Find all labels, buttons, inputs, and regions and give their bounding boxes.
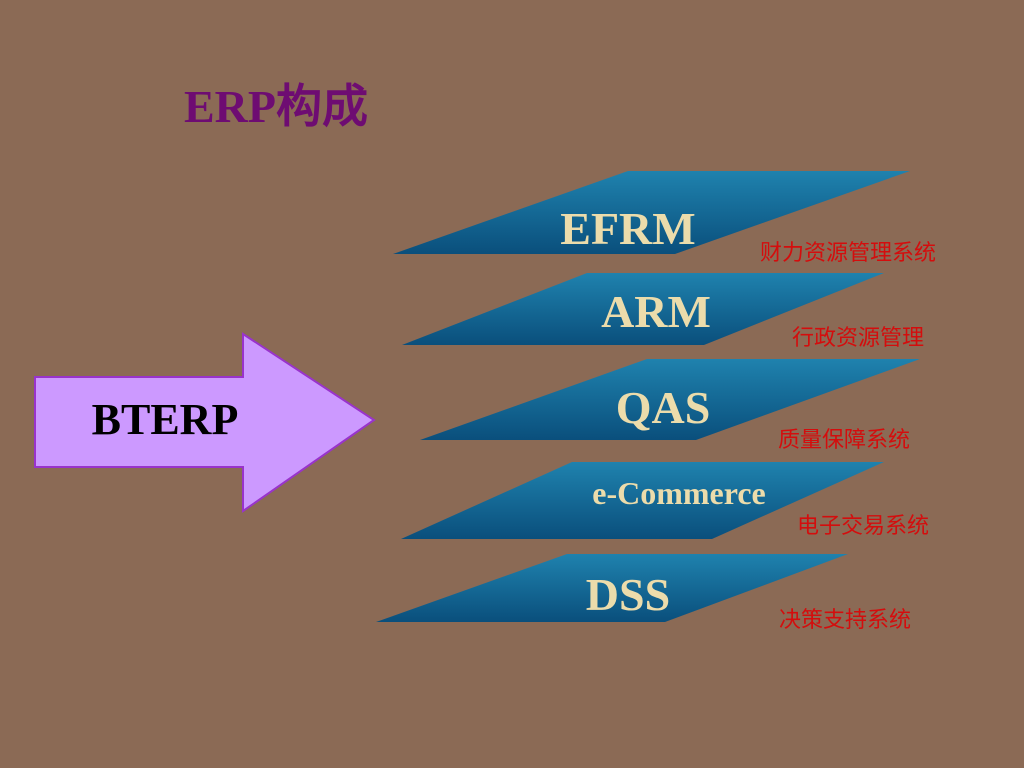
layer-label: QAS: [616, 382, 711, 433]
layer-parallelogram: [401, 462, 884, 539]
layer-parallelogram: [402, 273, 884, 345]
layer-description: 电子交易系统: [797, 514, 929, 539]
layer-parallelogram: [420, 359, 920, 440]
layer-label: EFRM: [560, 203, 695, 254]
layer-label: ARM: [601, 286, 711, 337]
layer-label: e-Commerce: [592, 475, 766, 511]
bterp-arrow: [34, 332, 376, 513]
layer-arm: ARM 行政资源管理: [402, 273, 924, 351]
bterp-arrow-label: BTERP: [92, 395, 239, 444]
layer-e-commerce: e-Commerce 电子交易系统: [401, 462, 929, 539]
layer-description: 财力资源管理系统: [760, 241, 936, 266]
layer-description: 决策支持系统: [779, 608, 911, 633]
layer-qas: QAS 质量保障系统: [420, 359, 920, 453]
layer-description: 质量保障系统: [778, 428, 910, 453]
layer-parallelogram: [376, 554, 848, 622]
layer-dss: DSS 决策支持系统: [376, 554, 911, 633]
layer-label: DSS: [586, 569, 670, 620]
layer-description: 行政资源管理: [792, 326, 924, 351]
layer-parallelogram: [393, 171, 910, 254]
layer-efrm: EFRM 财力资源管理系统: [393, 171, 936, 266]
page-title: ERP构成: [184, 81, 368, 132]
